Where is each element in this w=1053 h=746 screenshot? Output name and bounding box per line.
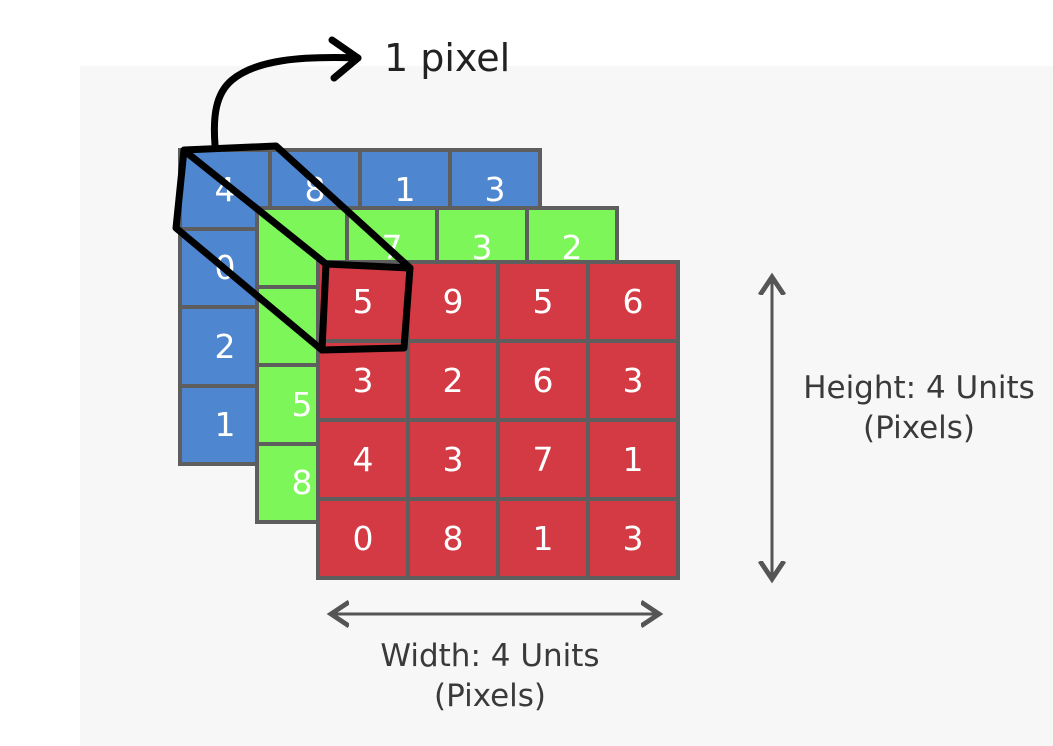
- blue-cell: 1: [182, 387, 268, 462]
- red-cell: 3: [410, 422, 496, 497]
- width-label-line1: Width: 4 Units: [380, 638, 600, 674]
- red-cell: 0: [320, 501, 406, 576]
- red-cell: 4: [320, 422, 406, 497]
- red-cell: 6: [590, 264, 676, 339]
- red-cell: 3: [590, 343, 676, 418]
- red-cell: 7: [500, 422, 586, 497]
- red-cell: 9: [410, 264, 496, 339]
- red-cell: 3: [320, 343, 406, 418]
- height-label-line2: (Pixels): [862, 410, 976, 446]
- red-cell: 3: [590, 501, 676, 576]
- red-cell: 6: [500, 343, 586, 418]
- red-cell: 5: [500, 264, 586, 339]
- width-label: Width: 4 Units (Pixels): [340, 636, 640, 716]
- red-cell: 5: [320, 264, 406, 339]
- red-cell: 1: [500, 501, 586, 576]
- pixel-label: 1 pixel: [384, 36, 511, 80]
- width-label-line2: (Pixels): [433, 678, 547, 714]
- red-cell: 8: [410, 501, 496, 576]
- height-label: Height: 4 Units (Pixels): [788, 368, 1050, 448]
- height-label-line1: Height: 4 Units: [803, 370, 1035, 406]
- red-cell: 1: [590, 422, 676, 497]
- red-cell: 2: [410, 343, 496, 418]
